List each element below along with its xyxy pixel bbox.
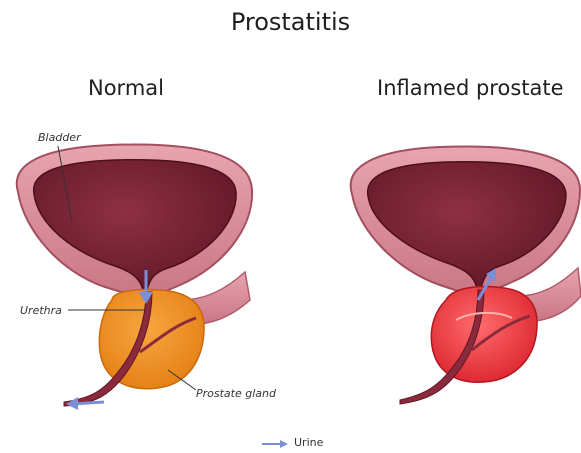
inflamed-anatomy <box>351 146 581 404</box>
legend: Urine <box>262 436 323 449</box>
legend-urine-label: Urine <box>294 436 323 449</box>
inflamed-prostate-gland <box>431 287 537 383</box>
urethra-callout: Urethra <box>20 304 62 317</box>
prostate-gland-callout: Prostate gland <box>196 387 276 400</box>
normal-anatomy <box>17 145 252 410</box>
bladder-callout: Bladder <box>38 131 81 144</box>
